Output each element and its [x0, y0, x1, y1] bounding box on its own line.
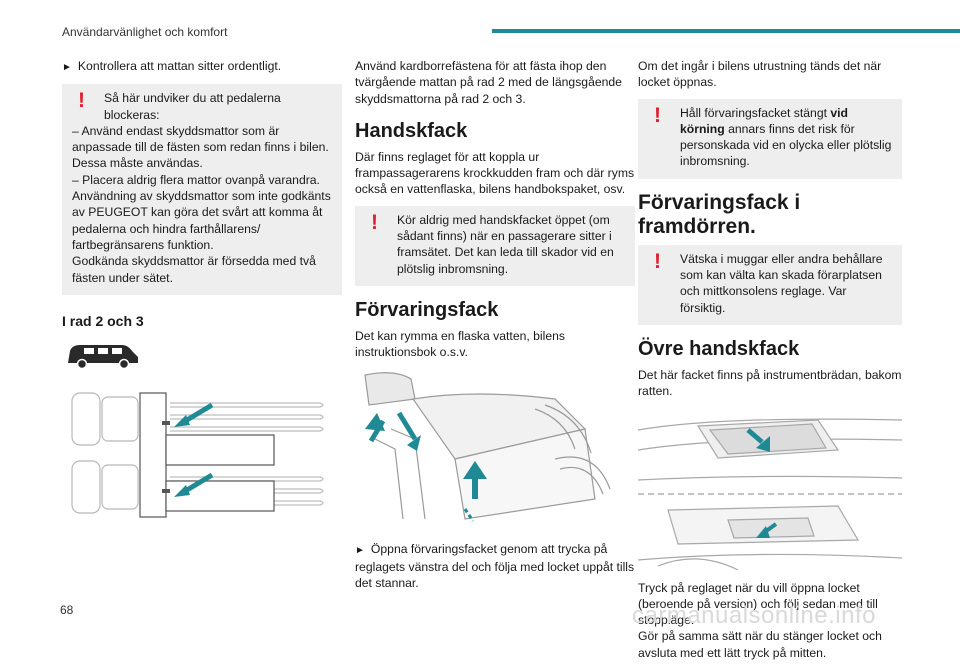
column-1: Kontrollera att mattan sitter ordentligt… — [62, 58, 342, 521]
warning-line: Godkända skyddsmattor är försedda med tv… — [72, 254, 316, 285]
storage-compartment-illustration — [364, 371, 611, 522]
warning-icon: ! — [371, 210, 378, 234]
light-description: Om det ingår i bilens utrustning tänds d… — [638, 59, 882, 90]
warning-box-closed: ! Håll förvaringsfacket stängt vid körni… — [638, 98, 902, 179]
header-accent-bar — [492, 29, 960, 33]
open-lid-instruction: Tryck på reglaget när du vill öppna lock… — [638, 580, 878, 628]
heading-door-storage: Förvaringsfack i framdörren. — [638, 190, 801, 238]
warning-icon: ! — [78, 89, 85, 113]
bullet-check-mat: Kontrollera att mattan sitter ordentligt… — [62, 58, 342, 76]
van-silhouette-icon — [68, 345, 138, 370]
warning-line: Vätska i muggar eller andra behållare so… — [680, 251, 883, 315]
heading-glovebox: Handskfack — [355, 119, 468, 142]
column-3: Om det ingår i bilens utrustning tänds d… — [638, 58, 902, 669]
watermark-text: carmanualsonline.info — [632, 602, 876, 629]
warning-box-pedals: ! Så här undviker du att pedalerna block… — [62, 84, 342, 295]
warning-line: Kör aldrig med handskfacket öppet (om så… — [397, 212, 614, 276]
warning-line: Håll förvaringsfacket stängt vid körning… — [680, 105, 892, 169]
close-lid-instruction: Gör på samma sätt när du stänger locket … — [638, 629, 882, 660]
bullet-open-storage: Öppna förvaringsfacket genom att trycka … — [355, 541, 635, 592]
subheading-row-2-3: I rad 2 och 3 — [62, 312, 144, 329]
warning-box-glovebox: ! Kör aldrig med handskfacket öppet (om … — [355, 205, 635, 286]
upper-glovebox-description: Det här facket finns på instrumentbrädan… — [638, 367, 902, 399]
warning-line: Så här undviker du att pedalerna blocker… — [104, 91, 281, 122]
column-2: Använd kardborrefästena för att fästa ih… — [355, 58, 635, 599]
storage-description: Det kan rymma en flaska vatten, bilens i… — [355, 328, 565, 360]
velcro-instruction: Använd kardborrefästena för att fästa ih… — [355, 59, 622, 106]
warning-box-liquids: ! Vätska i muggar eller andra behållare … — [638, 244, 902, 325]
warning-icon: ! — [654, 103, 661, 127]
warning-line: – Placera aldrig flera mattor ovanpå var… — [72, 172, 320, 187]
floor-mat-diagram — [71, 392, 324, 518]
warning-line: – Använd endast skyddsmattor som är anpa… — [72, 123, 329, 171]
glovebox-description: Där finns reglaget för att koppla ur fra… — [355, 149, 635, 197]
running-header: Användarvänlighet och komfort — [62, 25, 228, 39]
warning-icon: ! — [654, 249, 661, 273]
upper-glovebox-illustration — [638, 418, 902, 570]
heading-upper-glovebox: Övre handskfack — [638, 337, 800, 360]
warning-line: Användning av skyddsmattor som inte godk… — [72, 189, 331, 252]
page-number: 68 — [60, 603, 74, 617]
heading-storage: Förvaringsfack — [355, 298, 499, 321]
